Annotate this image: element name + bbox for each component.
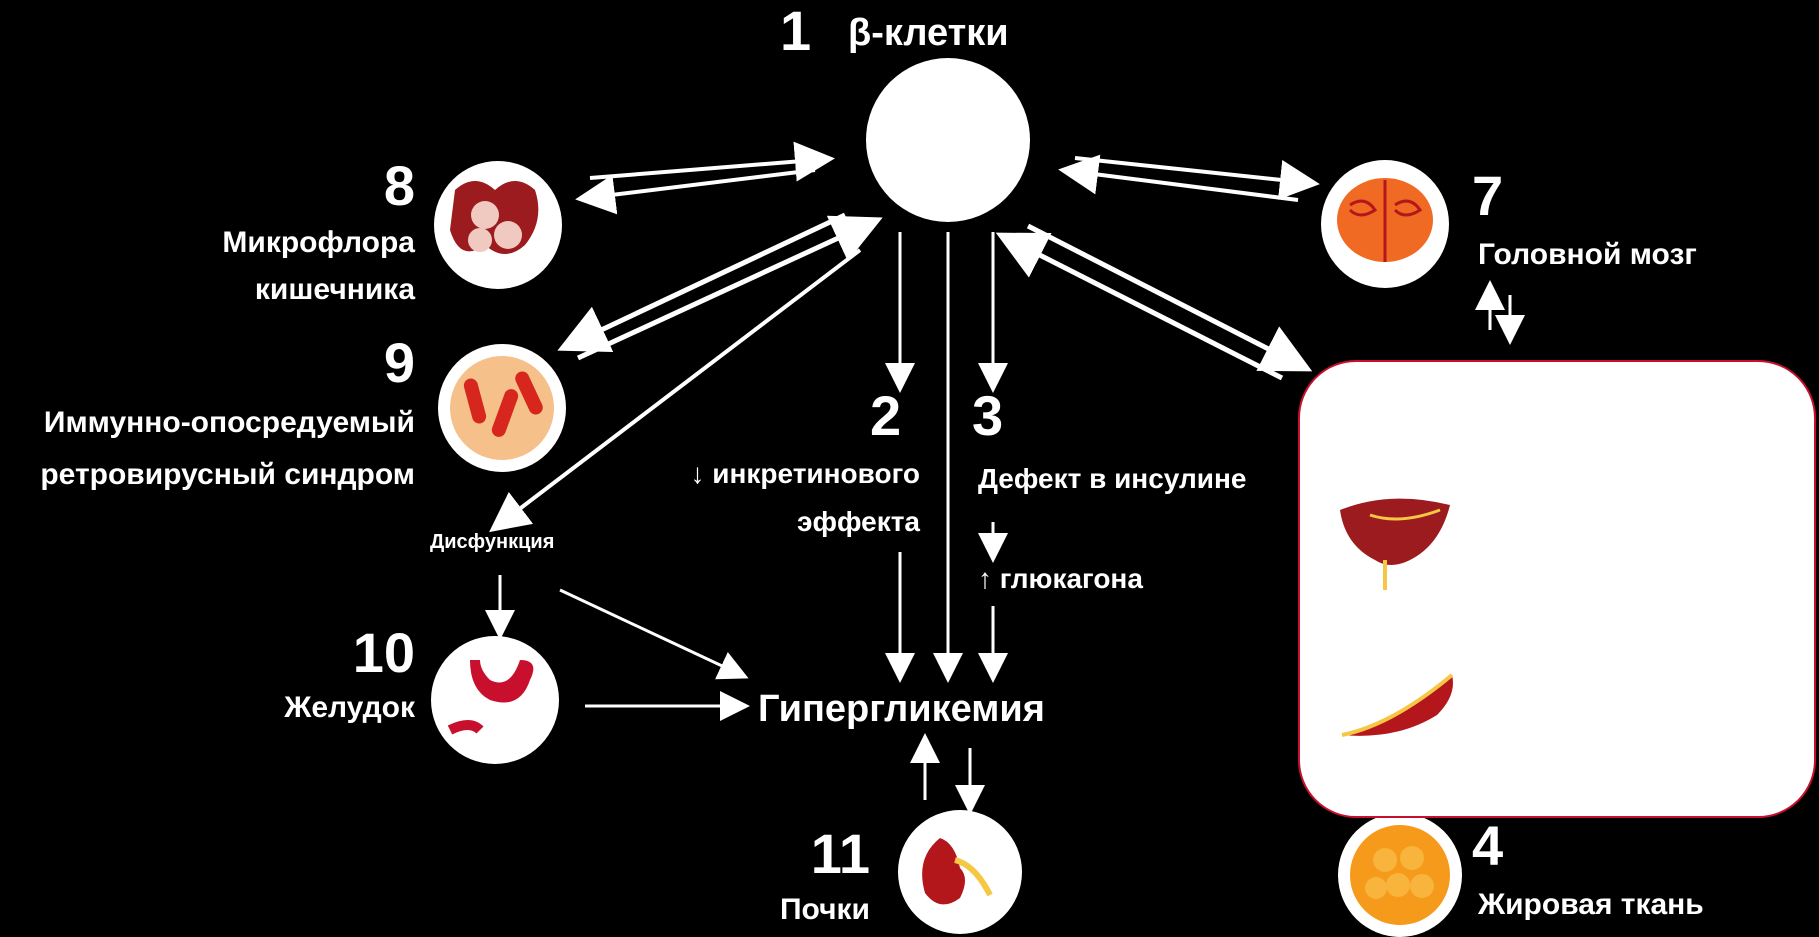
node-11-number: 11 — [810, 822, 870, 885]
node-10-number: 10 — [352, 621, 415, 684]
node-8-label-2: кишечника — [254, 273, 415, 306]
connector-8-1 — [575, 141, 835, 215]
node-8-label-1: Микрофлора — [222, 226, 415, 259]
node-7-label: Головной мозг — [1478, 238, 1697, 271]
muscle-icon — [1341, 673, 1454, 737]
connector-dysfunction-links — [485, 575, 750, 721]
connector-1-dysfunction — [489, 248, 862, 533]
node-3-number: 3 — [972, 384, 1004, 447]
connector-9-1 — [557, 212, 883, 361]
connector-7-1 — [1058, 154, 1320, 202]
node-4-number: 4 — [1472, 814, 1504, 877]
node-4-label: Жировая ткань — [1478, 888, 1704, 921]
connector-7-panel — [1475, 280, 1525, 345]
node-1-label: β-клетки — [848, 12, 1009, 54]
node-2-number: 2 — [870, 384, 902, 447]
bacteria-icon — [438, 344, 566, 472]
connector-1-hyperglycemia — [885, 232, 1008, 683]
liver-icon — [1340, 498, 1450, 590]
node-10-label: Желудок — [284, 691, 415, 724]
node-3-label: Дефект в инсулине — [978, 463, 1247, 494]
effect-label-2: эффекта — [797, 506, 920, 537]
node-7-number: 7 — [1472, 164, 1504, 227]
dysfunction-label: Дисфункция — [430, 531, 555, 553]
stomach-icon — [431, 636, 559, 764]
connector-hyperglycemia-kidney — [910, 733, 985, 815]
node-9-label-2: ретровирусный синдром — [40, 458, 415, 491]
node-1-number: 1 — [780, 0, 812, 62]
glucagon-label: ↑ глюкагона — [978, 563, 1143, 594]
node-9-label-1: Иммунно-опосредуемый — [43, 406, 415, 439]
effect-label-1: ↓ инкретинового — [690, 458, 920, 489]
connector-1-panel — [995, 223, 1313, 381]
center-label: Гипергликемия — [758, 688, 1045, 730]
node-9-number: 9 — [383, 331, 415, 394]
intestine-icon — [434, 161, 562, 289]
node-11-label: Почки — [779, 893, 870, 926]
beta-cell-circle — [866, 58, 1030, 222]
node-8-number: 8 — [383, 154, 415, 217]
brain-icon — [1321, 160, 1449, 288]
kidney-icon — [898, 810, 1022, 934]
fat-tissue-icon — [1338, 813, 1462, 937]
